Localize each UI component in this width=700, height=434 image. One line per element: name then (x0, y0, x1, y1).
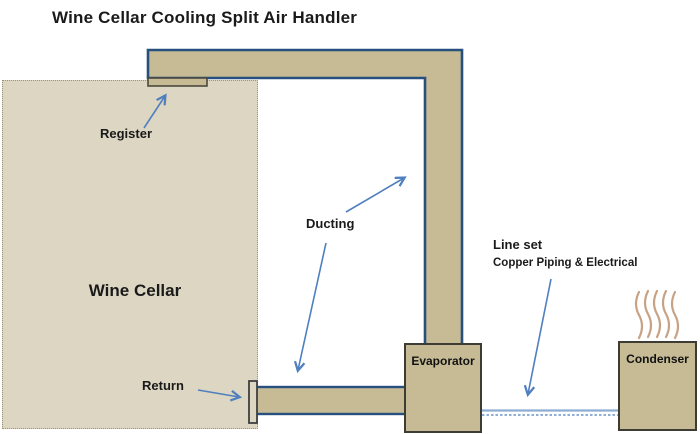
line-set-arrow (528, 278, 552, 394)
return-arrow (197, 389, 239, 397)
line-set-label: Line set Copper Piping & Electrical (493, 236, 637, 272)
evaporator-unit: Evaporator (404, 343, 482, 433)
evaporator-label: Evaporator (411, 354, 475, 368)
return-duct (250, 385, 412, 416)
wine-cellar-label: Wine Cellar (88, 281, 182, 300)
register-label: Register (100, 126, 153, 141)
ducting-arrow-up (345, 178, 404, 213)
return-label: Return (142, 378, 184, 393)
page-title: Wine Cellar Cooling Split Air Handler (52, 8, 358, 27)
register-arrow (143, 96, 165, 129)
line-set-subtitle: Copper Piping & Electrical (493, 256, 638, 269)
wine-cellar-room (2, 80, 258, 429)
ducting-arrow-down (298, 242, 327, 370)
register-vent (147, 77, 208, 87)
heat-waves-icon (634, 289, 680, 340)
ducting-label: Ducting (306, 216, 355, 231)
condenser-label: Condenser (626, 352, 689, 366)
condenser-unit: Condenser (618, 341, 697, 431)
return-grille (248, 380, 258, 424)
line-set-title: Line set (493, 237, 543, 252)
